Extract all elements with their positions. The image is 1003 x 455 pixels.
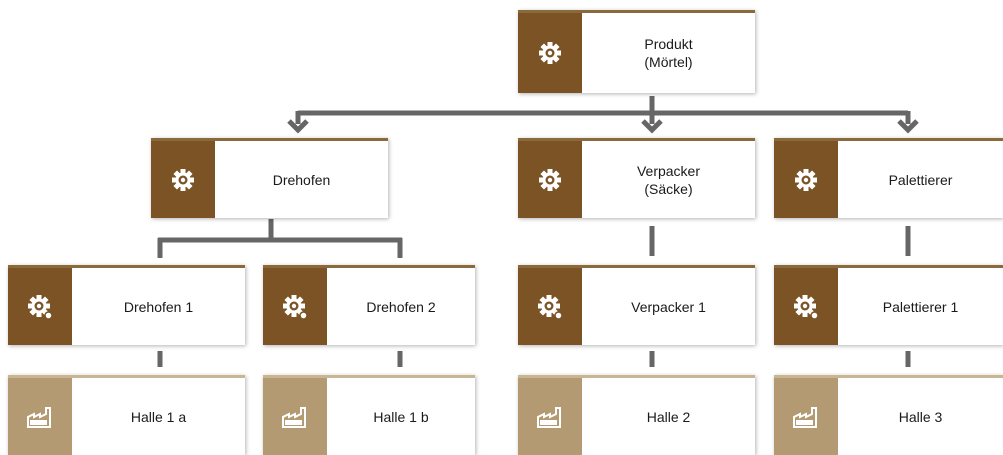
gear-icon xyxy=(774,141,838,218)
gear-with-dot-icon xyxy=(518,268,582,345)
node-palettierer[interactable]: Palettierer xyxy=(774,138,1003,218)
node-halle-1a[interactable]: Halle 1 a xyxy=(8,375,245,455)
node-label: Drehofen xyxy=(272,171,331,188)
node-halle-1b[interactable]: Halle 1 b xyxy=(263,375,475,455)
node-palettierer-1[interactable]: Palettierer 1 xyxy=(774,265,1003,345)
node-label: Drehofen 2 xyxy=(366,298,436,315)
node-label: Drehofen 1 xyxy=(123,298,194,315)
node-drehofen-1[interactable]: Drehofen 1 xyxy=(8,265,245,345)
arrowhead xyxy=(641,119,663,134)
node-produkt[interactable]: Produkt (Mörtel) xyxy=(518,10,755,93)
gear-with-dot-icon xyxy=(774,268,838,345)
factory-icon xyxy=(774,378,838,455)
arrowhead xyxy=(897,119,919,134)
node-halle-3[interactable]: Halle 3 xyxy=(774,375,1003,455)
node-drehofen-2[interactable]: Drehofen 2 xyxy=(263,265,475,345)
arrowhead xyxy=(287,119,309,134)
node-drehofen[interactable]: Drehofen xyxy=(151,138,388,218)
factory-icon xyxy=(8,378,72,455)
node-label: Halle 1 a xyxy=(130,408,187,425)
factory-icon xyxy=(263,378,327,455)
node-halle-2[interactable]: Halle 2 xyxy=(518,375,755,455)
node-label: Palettierer 1 xyxy=(882,298,959,315)
factory-icon xyxy=(518,378,582,455)
node-label: Palettierer xyxy=(888,171,953,188)
node-label: Halle 3 xyxy=(898,408,943,425)
node-label: Produkt (Mörtel) xyxy=(644,36,693,70)
gear-icon xyxy=(518,141,582,218)
node-verpacker-1[interactable]: Verpacker 1 xyxy=(518,265,755,345)
gear-with-dot-icon xyxy=(263,268,327,345)
node-verpacker[interactable]: Verpacker (Säcke) xyxy=(518,138,755,218)
node-label: Verpacker (Säcke) xyxy=(636,162,701,197)
node-label: Halle 1 b xyxy=(373,408,429,425)
gear-icon xyxy=(518,13,582,93)
gear-with-dot-icon xyxy=(8,268,72,345)
gear-icon xyxy=(151,141,215,218)
node-label: Verpacker 1 xyxy=(631,298,706,315)
node-label: Halle 2 xyxy=(646,408,691,425)
